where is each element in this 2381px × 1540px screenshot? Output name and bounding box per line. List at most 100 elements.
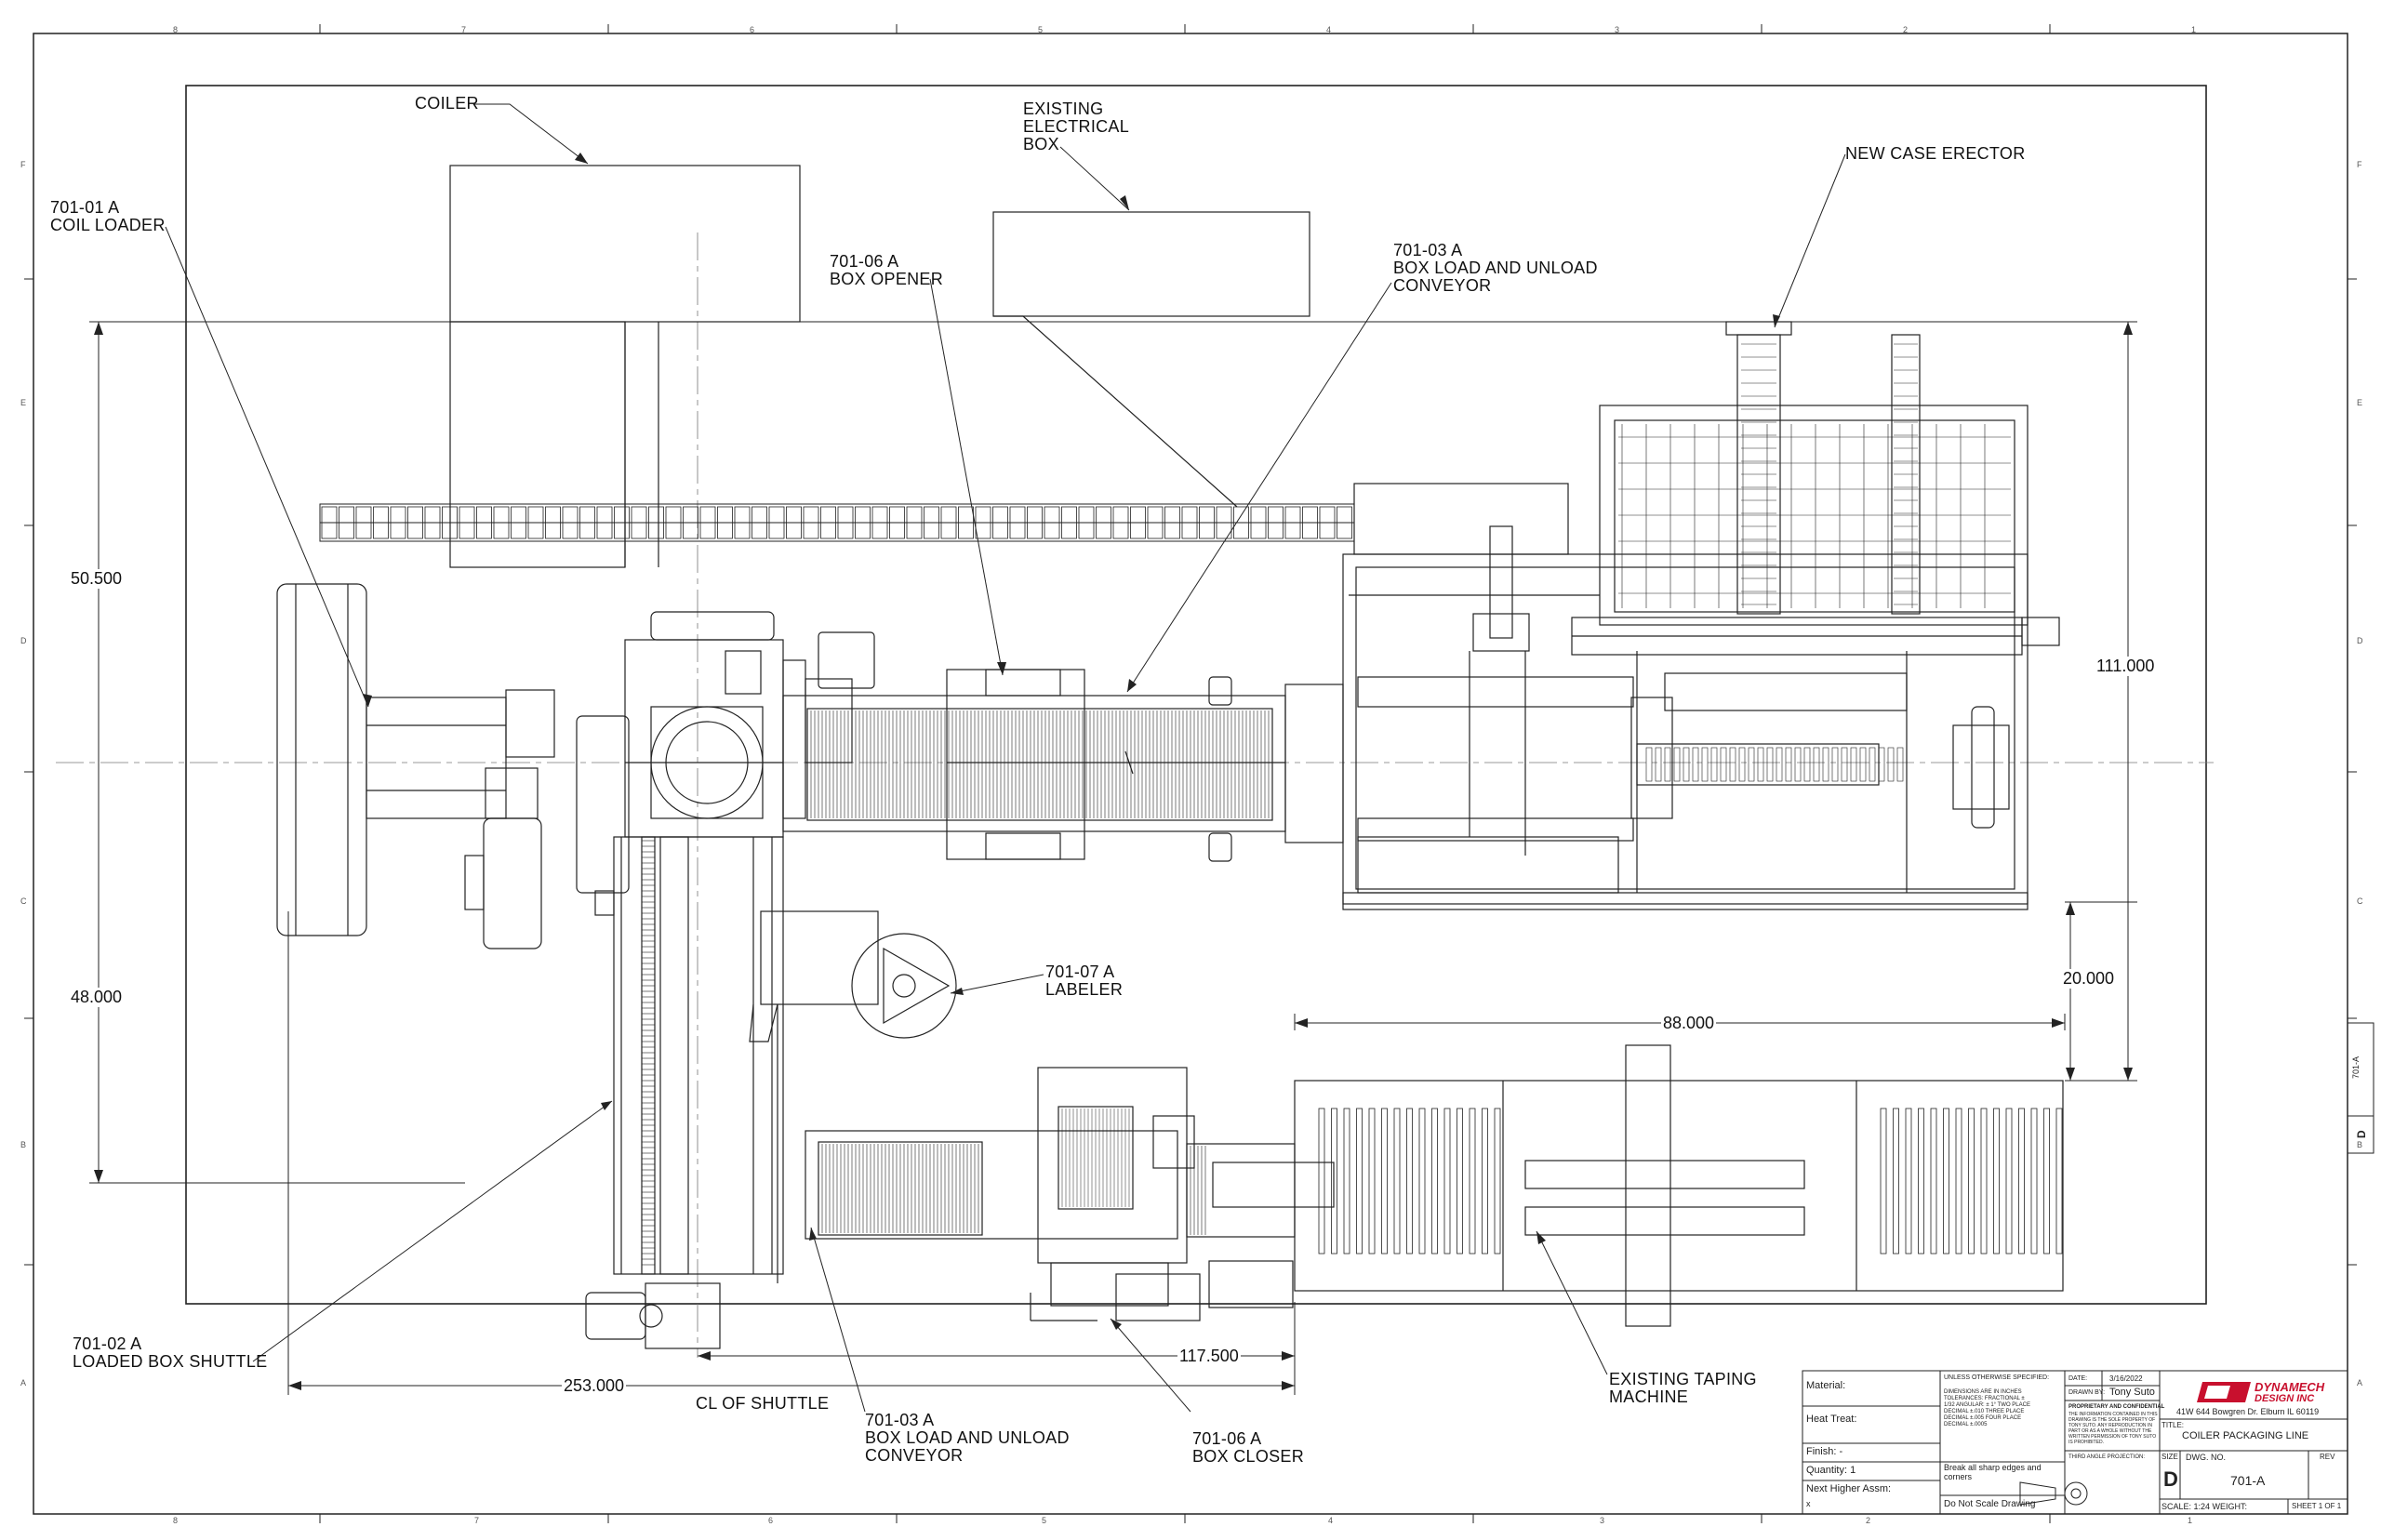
zone-row-f-right: F <box>2357 160 2362 169</box>
zone-col-2-bottom: 2 <box>1866 1516 1871 1525</box>
conveyor-slats-bottom <box>821 1144 1206 1235</box>
drawing-border <box>33 33 2348 1515</box>
electrical-box <box>992 211 1310 508</box>
company-logo-mark <box>2197 1382 2251 1402</box>
chain-links <box>321 506 1352 539</box>
label-labeler-line2: LABELER <box>1045 980 1124 999</box>
tb-size-value: D <box>2163 1467 2178 1491</box>
dimension-111-000: 111.000 <box>2095 657 2157 676</box>
label-box-load-bottom-line2: BOX LOAD AND UNLOAD <box>865 1428 1070 1447</box>
tb-title-label: TITLE: <box>2162 1421 2185 1429</box>
label-box-closer-line2: BOX CLOSER <box>1192 1447 1305 1466</box>
label-box-load-conveyor-top: 701-03 A BOX LOAD AND UNLOAD CONVEYOR <box>1393 242 1598 295</box>
dimension-48-000: 48.000 <box>69 988 125 1007</box>
tb-material-label: Material: <box>1806 1380 1846 1391</box>
tb-drawn-by-value: Tony Suto <box>2109 1387 2155 1398</box>
loaded-box-shuttle <box>585 836 784 1349</box>
tb-finish-label: Finish: - <box>1806 1446 1843 1457</box>
label-box-load-top-line2: BOX LOAD AND UNLOAD <box>1393 259 1598 277</box>
tb-side-dwg: 701-A <box>2351 1055 2361 1079</box>
dimension-253-000: 253.000 <box>562 1376 627 1396</box>
tb-title-value: COILER PACKAGING LINE <box>2182 1430 2309 1441</box>
tb-break-edges: Break all sharp edges and corners <box>1944 1463 2042 1481</box>
label-electrical-box-line3: BOX <box>1023 135 1059 153</box>
zone-ticks <box>24 24 2357 1523</box>
zone-col-3-bottom: 3 <box>1600 1516 1605 1525</box>
box-load-conveyor-bottom <box>805 1067 1335 1321</box>
taping-slots <box>1318 1108 2063 1255</box>
zone-col-1-top: 1 <box>2191 25 2197 34</box>
zone-col-2-top: 2 <box>1903 25 1909 34</box>
label-box-shuttle: 701-02 A LOADED BOX SHUTTLE <box>73 1335 267 1371</box>
label-taping-line2: MACHINE <box>1609 1387 1689 1406</box>
coil-loader <box>276 583 555 936</box>
label-labeler-line1: 701-07 A <box>1045 962 1115 981</box>
tb-company-address: 41W 644 Bowgren Dr. Elburn IL 60119 <box>2176 1407 2320 1416</box>
label-taping-line1: EXISTING TAPING <box>1609 1370 1757 1388</box>
zone-col-3-top: 3 <box>1615 25 1620 34</box>
zone-col-1-bottom: 1 <box>2188 1516 2193 1525</box>
zone-row-a-left: A <box>20 1378 27 1387</box>
tb-scale-text: SCALE: 1:24 WEIGHT: <box>2162 1502 2248 1511</box>
tb-unless-note: UNLESS OTHERWISE SPECIFIED: <box>1944 1374 2050 1381</box>
tb-size-label: SIZE <box>2162 1453 2178 1461</box>
dimension-20-000: 20.000 <box>2061 969 2117 989</box>
floor-area-outline <box>185 85 2207 1305</box>
label-box-shuttle-line1: 701-02 A <box>73 1334 142 1353</box>
tb-date-value: 3/16/2022 <box>2109 1374 2143 1383</box>
zone-row-c-left: C <box>20 896 27 906</box>
dimension-88-000: 88.000 <box>1661 1014 1717 1033</box>
dimension-frame <box>89 321 2137 1395</box>
dimension-117-500: 117.500 <box>1177 1347 1241 1366</box>
tb-projection-label: THIRD ANGLE PROJECTION: <box>2068 1454 2146 1460</box>
label-box-load-top-line1: 701-03 A <box>1393 241 1463 259</box>
label-electrical-box-line2: ELECTRICAL <box>1023 117 1130 136</box>
dimension-50-500: 50.500 <box>69 569 125 589</box>
zone-row-b-right: B <box>2357 1140 2363 1149</box>
label-box-load-bottom-line3: CONVEYOR <box>865 1446 964 1465</box>
zone-row-f-left: F <box>20 160 26 169</box>
title-block <box>1802 1022 2374 1515</box>
zone-row-d-left: D <box>20 636 27 645</box>
zone-col-4-top: 4 <box>1326 25 1332 34</box>
tb-proprietary-text: THE INFORMATION CONTAINED IN THIS DRAWIN… <box>2068 1412 2158 1445</box>
zone-col-7-top: 7 <box>461 25 467 34</box>
shuttle-teeth <box>642 840 655 1266</box>
tb-date-label: DATE: <box>2068 1375 2088 1382</box>
zone-col-8-top: 8 <box>173 25 179 34</box>
taping-machine <box>1294 1044 2064 1327</box>
label-coil-loader-line2: COIL LOADER <box>50 216 166 234</box>
zone-row-c-right: C <box>2357 896 2363 906</box>
labeler-grid <box>1061 1109 1130 1207</box>
tb-sheet-text: SHEET 1 OF 1 <box>2292 1502 2342 1510</box>
tb-proprietary-title: PROPRIETARY AND CONFIDENTIAL <box>2068 1404 2165 1410</box>
label-labeler: 701-07 A LABELER <box>1045 963 1123 999</box>
case-erector <box>1342 321 2060 910</box>
label-cl-of-shuttle: CL OF SHUTTLE <box>696 1394 830 1413</box>
zone-col-6-bottom: 6 <box>768 1516 774 1525</box>
tb-drawn-by-label: DRAWN BY: <box>2068 1389 2106 1396</box>
zone-row-a-right: A <box>2357 1378 2363 1387</box>
label-coiler: COILER <box>415 94 479 113</box>
erector-frame-detail <box>1618 343 2011 782</box>
zone-col-6-top: 6 <box>750 25 755 34</box>
zone-row-e-right: E <box>2357 398 2363 407</box>
tb-company-name-2: DESIGN INC <box>2255 1393 2315 1404</box>
leader-lines <box>165 103 1846 1413</box>
label-taping-machine: EXISTING TAPING MACHINE <box>1609 1371 1757 1406</box>
conveyor-slats-top <box>810 710 1270 818</box>
label-box-load-top-line3: CONVEYOR <box>1393 276 1492 295</box>
zone-row-d-right: D <box>2357 636 2363 645</box>
tb-side-size: D <box>2355 1130 2368 1138</box>
zone-row-b-left: B <box>20 1140 27 1149</box>
tb-dwg-no-value: 701-A <box>2230 1473 2266 1488</box>
tb-tolerance-note: DIMENSIONS ARE IN INCHES TOLERANCES: FRA… <box>1944 1389 2030 1427</box>
tb-quantity-label: Quantity: 1 <box>1806 1465 1856 1476</box>
label-box-closer-line1: 701-06 A <box>1192 1429 1262 1448</box>
zone-col-5-top: 5 <box>1038 25 1044 34</box>
label-electrical-box: EXISTING ELECTRICAL BOX <box>1023 100 1129 153</box>
arrowheads <box>94 153 2133 1390</box>
zone-col-5-bottom: 5 <box>1042 1516 1047 1525</box>
tb-next-higher-label: Next Higher Assm: <box>1806 1483 1892 1494</box>
